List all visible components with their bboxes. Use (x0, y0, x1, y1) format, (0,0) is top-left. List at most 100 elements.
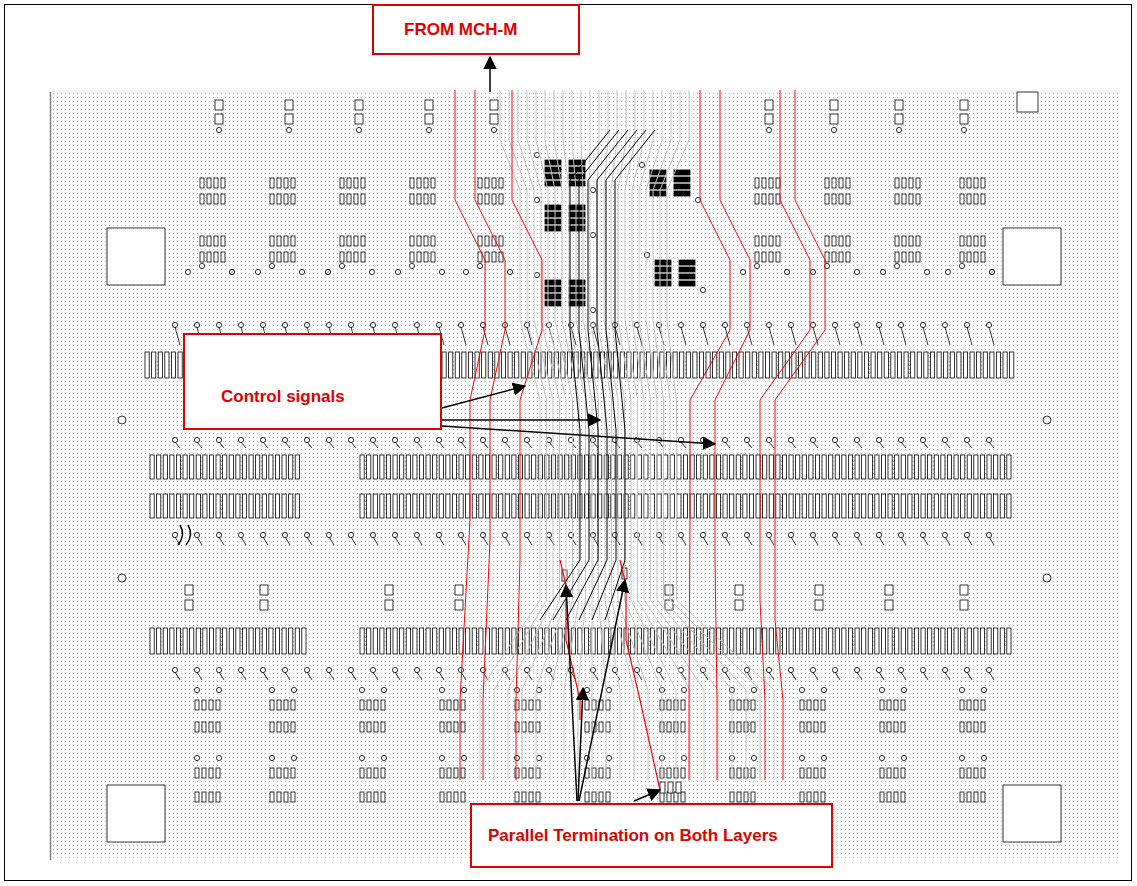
connector-pin (190, 628, 194, 654)
via (348, 437, 353, 442)
connector-pin (831, 352, 835, 378)
trace (540, 130, 610, 620)
via (681, 687, 686, 692)
connector-pin (970, 352, 974, 378)
pad (374, 700, 378, 710)
stub-trace (637, 672, 642, 680)
pad (417, 252, 421, 262)
via (461, 755, 466, 760)
pad (974, 236, 978, 246)
connector-pin (157, 628, 161, 654)
connector-pin (994, 494, 998, 518)
connector-pin (262, 455, 266, 479)
connector-pin (525, 455, 529, 479)
connector-pin (229, 455, 233, 479)
pad (800, 722, 804, 732)
pad (360, 768, 364, 778)
pad (485, 178, 489, 188)
via (831, 127, 836, 132)
mounting-pad (107, 785, 165, 842)
connector-pin (492, 494, 496, 518)
connector-pin (845, 352, 849, 378)
connector-pin (878, 352, 882, 378)
connector-pin (183, 494, 187, 518)
pad (529, 700, 533, 710)
pad (216, 768, 220, 778)
stub-trace (329, 537, 334, 545)
stub-trace (439, 442, 444, 448)
pad (367, 700, 371, 710)
pad (730, 792, 734, 802)
pad (291, 236, 295, 246)
pad (270, 722, 274, 732)
connector-pin (897, 352, 901, 378)
via (461, 687, 466, 692)
pad (776, 252, 780, 262)
pad (461, 700, 465, 710)
pad (277, 236, 281, 246)
resistor-array (545, 287, 561, 292)
connector-pin (829, 494, 833, 518)
stub-trace (857, 672, 862, 680)
pad (485, 194, 489, 204)
via (722, 667, 727, 672)
connector-pin (980, 494, 984, 518)
pad (195, 700, 199, 710)
connector-pin (723, 455, 727, 479)
connector-pin (763, 494, 767, 518)
resistor-array (545, 226, 561, 231)
connector-pin (452, 494, 456, 518)
connector-pin (789, 494, 793, 518)
connector-pin (703, 494, 707, 518)
stub-trace (241, 442, 246, 448)
connector-pin (367, 494, 371, 518)
connector-pin (360, 494, 364, 518)
pad (354, 194, 358, 204)
via (784, 269, 789, 274)
connector-pin (439, 628, 443, 654)
stub-trace (989, 537, 994, 545)
connector-pin (851, 352, 855, 378)
pad (490, 100, 498, 110)
connector-pin (763, 455, 767, 479)
connector-pin (150, 455, 154, 479)
connector-pin (289, 628, 293, 654)
connector-pin (640, 352, 644, 378)
pad (769, 178, 773, 188)
pad (291, 792, 295, 802)
via (644, 252, 649, 257)
connector-pin (433, 494, 437, 518)
pad (260, 600, 268, 610)
pad (431, 236, 435, 246)
pad (599, 792, 603, 802)
connector-pin (911, 352, 915, 378)
via (945, 269, 950, 274)
connector-pin (901, 494, 905, 518)
connector-pin (983, 352, 987, 378)
pad (200, 194, 204, 204)
via (238, 322, 243, 327)
callout-box: Control signals (183, 333, 442, 430)
stub-trace (571, 442, 576, 448)
pad (277, 194, 281, 204)
stub-trace (593, 672, 598, 680)
connector-pin (818, 352, 822, 378)
pad (284, 194, 288, 204)
pad (960, 585, 968, 595)
connector-pin (868, 628, 872, 654)
callout-box: FROM MCH-M (372, 4, 580, 55)
via (854, 269, 859, 274)
via (832, 667, 837, 672)
stub-trace (967, 537, 972, 545)
pad (751, 792, 755, 802)
connector-pin (163, 628, 167, 654)
via (381, 687, 386, 692)
pad (374, 792, 378, 802)
pad (807, 768, 811, 778)
pad (880, 700, 884, 710)
pad (825, 178, 829, 188)
via (744, 532, 749, 537)
connector-pin (406, 628, 410, 654)
connector-pin (888, 628, 892, 654)
